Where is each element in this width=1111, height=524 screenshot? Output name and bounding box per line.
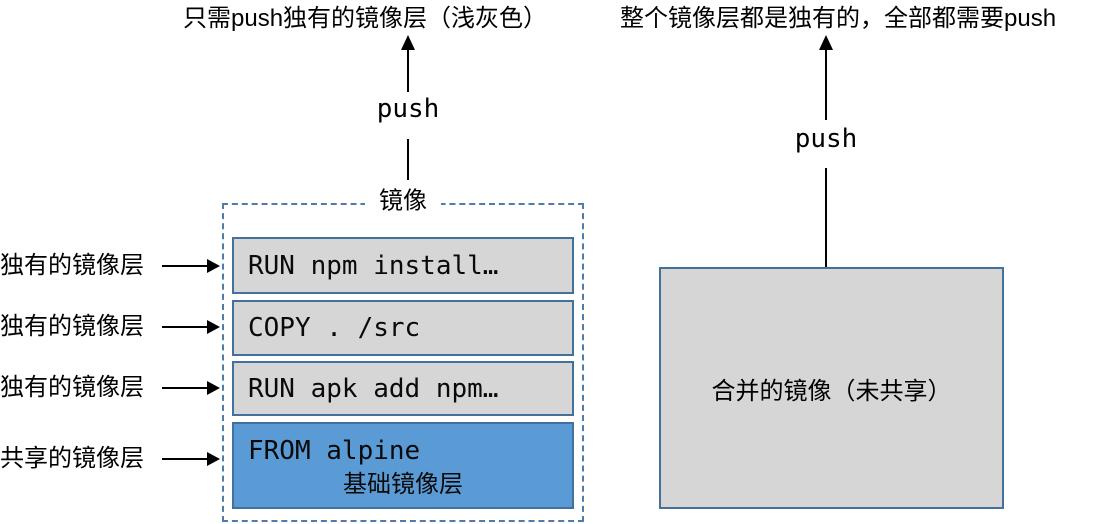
- right-push-label: push: [794, 124, 858, 154]
- left-push-arrow-shaft-lower: [407, 139, 409, 180]
- row-arrow-shaft-1: [162, 265, 208, 267]
- row-arrow-shaft-4: [162, 458, 208, 460]
- left-push-arrowhead-icon: [401, 35, 415, 50]
- row-arrowhead-icon-1: [207, 259, 220, 273]
- row-label-shared: 共享的镜像层: [0, 445, 144, 472]
- layer-run-apk-add-text: RUN apk add npm…: [248, 373, 499, 404]
- row-arrowhead-icon-4: [207, 452, 220, 466]
- base-image-layer-label: 基础镜像层: [343, 471, 463, 498]
- left-push-label: push: [376, 94, 440, 124]
- image-box-title: 镜像: [365, 187, 441, 216]
- right-push-arrow-shaft-upper: [825, 50, 827, 120]
- row-label-unique-2: 独有的镜像层: [0, 313, 144, 340]
- layer-run-npm-install: RUN npm install…: [232, 237, 574, 294]
- left-push-arrow-shaft-upper: [407, 50, 409, 92]
- layer-copy-src-text: COPY . /src: [248, 313, 421, 343]
- merged-image-label: 合并的镜像（未共享）: [711, 377, 952, 405]
- right-push-arrowhead-icon: [819, 35, 833, 50]
- right-push-arrow-shaft-lower: [825, 168, 827, 267]
- layer-run-npm-install-text: RUN npm install…: [248, 250, 499, 281]
- row-arrow-shaft-3: [162, 387, 208, 389]
- row-arrowhead-icon-3: [207, 381, 220, 395]
- caption-merged-layers: 整个镜像层都是独有的，全部都需要push: [620, 5, 1057, 32]
- layer-from-alpine-text: FROM alpine: [248, 436, 421, 466]
- row-label-unique-3: 独有的镜像层: [0, 374, 144, 401]
- merged-image-box: 合并的镜像（未共享）: [659, 267, 1004, 509]
- caption-unique-layers: 只需push独有的镜像层（浅灰色）: [183, 5, 548, 32]
- layer-copy-src: COPY . /src: [232, 300, 574, 356]
- row-label-unique-1: 独有的镜像层: [0, 252, 144, 279]
- row-arrowhead-icon-2: [207, 320, 220, 334]
- layer-from-alpine: FROM alpine 基础镜像层: [232, 422, 574, 509]
- layer-run-apk-add: RUN apk add npm…: [232, 361, 574, 416]
- row-arrow-shaft-2: [162, 326, 208, 328]
